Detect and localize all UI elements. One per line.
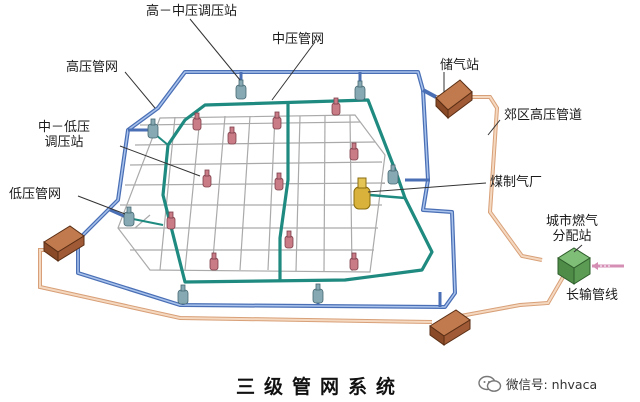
mid-low-station-icon	[272, 111, 282, 130]
label-gate-station: 城市燃气 分配站	[546, 214, 598, 244]
high-mid-station-icon	[387, 164, 399, 185]
label-high-network: 高压管网	[66, 60, 119, 75]
label-gate-line1: 城市燃气	[546, 214, 599, 229]
high-mid-station-icon	[235, 79, 247, 100]
mid-low-station-icon	[166, 211, 176, 230]
label-low-network: 低压管网	[9, 187, 62, 202]
label-mid-low-line2: 调压站	[44, 135, 84, 150]
label-suburban-pipeline: 郊区高压管道	[504, 108, 583, 123]
coal-gas-plant-icon	[353, 177, 371, 210]
mid-low-station-icon	[202, 169, 212, 188]
mid-low-station-icon	[349, 252, 359, 271]
label-trunk-pipeline: 长输管线	[566, 288, 619, 303]
diagram-title: 三级管网系统	[235, 376, 404, 398]
label-storage-station: 储气站	[440, 58, 480, 73]
bottom-station-icon	[429, 309, 471, 346]
mid-low-station-icons	[166, 97, 359, 271]
mid-low-station-icon	[227, 126, 237, 145]
high-mid-station-icon	[147, 118, 159, 139]
label-mid-low-line1: 中－低压	[38, 120, 91, 135]
incoming-trunk-arrow	[592, 262, 624, 270]
mid-low-station-icon	[192, 112, 202, 131]
label-gate-line2: 分配站	[552, 229, 592, 244]
low-pressure-grid	[117, 114, 386, 273]
label-mid-low-station: 中－低压 调压站	[38, 120, 90, 150]
storage-station-icon	[435, 79, 473, 120]
mid-low-station-icon	[209, 252, 219, 271]
label-high-mid-station: 高－中压调压站	[146, 4, 238, 19]
high-mid-station-icon	[177, 284, 189, 305]
mid-low-station-icon	[349, 142, 359, 161]
label-coal-gas-plant: 煤制气厂	[490, 175, 543, 190]
mid-low-station-icon	[274, 172, 284, 191]
mid-low-station-icon	[284, 230, 294, 249]
wechat-icon	[478, 375, 502, 392]
left-station-icon	[43, 225, 85, 262]
mid-low-station-icon	[331, 97, 341, 116]
gate-station-icon	[557, 247, 591, 285]
watermark-text: 微信号: nhvaca	[506, 377, 598, 392]
high-mid-station-icon	[312, 283, 324, 304]
watermark: 微信号: nhvaca	[478, 374, 597, 393]
medium-pressure-network	[127, 98, 434, 284]
high-mid-station-icon	[123, 206, 135, 227]
high-mid-station-icons	[123, 79, 399, 305]
leader-lines	[77, 18, 583, 253]
high-mid-station-icon	[354, 80, 366, 101]
label-mid-network: 中压管网	[272, 32, 325, 47]
